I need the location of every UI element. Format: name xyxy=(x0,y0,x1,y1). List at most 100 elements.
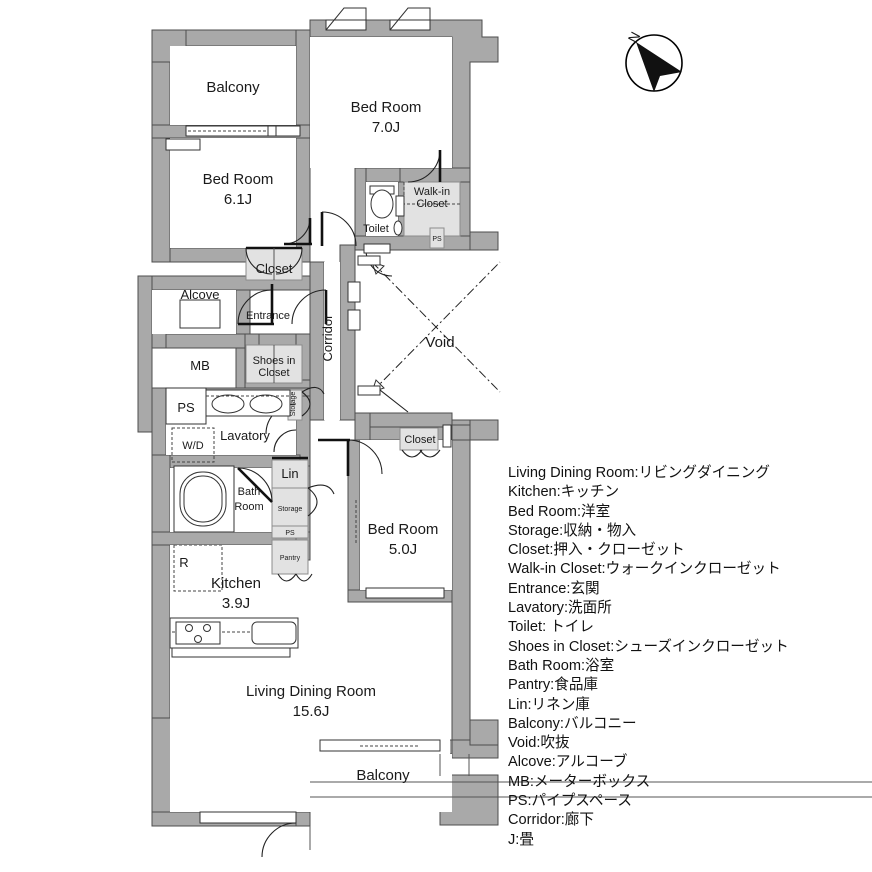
walkin-closet-box xyxy=(403,181,461,237)
door-arc-pantry-b xyxy=(295,573,313,582)
window-void-bottom xyxy=(357,385,381,396)
label-toilet: Toilet xyxy=(363,223,389,235)
label-ps-small: PS xyxy=(285,530,295,537)
closet-mid-shelf xyxy=(442,424,452,448)
label-bath-1: Bath xyxy=(238,486,261,498)
label-sic-1: Shoes in xyxy=(253,355,296,367)
legend-item: Storage:収納・物入 xyxy=(508,522,637,539)
legend-item: Lavatory:洗面所 xyxy=(508,600,612,617)
pantry-box xyxy=(271,539,309,575)
wall-walkin-top xyxy=(399,167,471,183)
room-balcony-bottom xyxy=(310,754,452,812)
label-bedroom50-area: 5.0J xyxy=(389,541,417,558)
legend-item: Void:吹抜 xyxy=(508,735,570,752)
room-bedroom61 xyxy=(170,138,296,248)
legend-item: Entrance:玄関 xyxy=(508,580,600,597)
doors-group xyxy=(237,149,442,858)
ps-small-box xyxy=(271,525,309,539)
refrigerator-slot xyxy=(173,544,223,592)
wall-right-inner xyxy=(451,419,471,759)
window-bed70-b-open xyxy=(389,7,431,31)
door-arc-storage-mid-b xyxy=(307,484,335,495)
wall-right-bump-b2 xyxy=(469,719,499,746)
label-bedroom50-name: Bed Room xyxy=(368,521,439,538)
legend-item: MB:メーターボックス xyxy=(508,773,651,790)
door-arc-closet-a xyxy=(245,247,273,275)
kitchen-sink xyxy=(251,621,297,645)
wall-bump-right-upper xyxy=(469,231,499,251)
door-arc-alcove xyxy=(237,289,273,325)
label-pantry: Pantry xyxy=(280,555,301,562)
burner-icons xyxy=(185,624,211,643)
legend-item: Living Dining Room:リビングダイニング xyxy=(508,465,770,481)
legend-item: Balcony:バルコニー xyxy=(508,715,637,732)
label-bedroom61-area: 6.1J xyxy=(224,191,252,208)
door-arc-closet-mid-a xyxy=(401,449,423,458)
label-refrigerator: R xyxy=(179,555,188,570)
closets-group xyxy=(165,181,461,575)
compass-rose: N xyxy=(625,29,683,92)
legend-item: Alcove:アルコーブ xyxy=(508,754,628,771)
wall-balcony-right xyxy=(295,29,311,126)
door-arc-closet-b xyxy=(275,247,303,275)
label-walkin-2: Closet xyxy=(416,198,447,210)
label-bedroom61-name: Bed Room xyxy=(203,171,274,188)
label-balcony-top: Balcony xyxy=(206,79,260,96)
legend-item: Closet:押入・クローゼット xyxy=(508,542,685,559)
label-corridor: Corridor xyxy=(320,314,335,362)
legend-item: Pantry:食品庫 xyxy=(508,677,599,694)
door-arc-storage-corr-a xyxy=(301,391,311,417)
wall-kitchen-left xyxy=(151,544,171,733)
legend-item: Bath Room:浴室 xyxy=(508,657,615,674)
legend-item: PS:パイプスペース xyxy=(508,793,632,810)
legend-item: Shoes in Closet:シューズインクローゼット xyxy=(508,638,789,655)
wall-bed50-topleft xyxy=(354,412,371,441)
label-entrance: Entrance xyxy=(246,310,290,322)
room-bedroom70 xyxy=(310,37,452,168)
toilet-paper-holder xyxy=(393,220,403,236)
label-ldk-name: Living Dining Room xyxy=(246,683,376,700)
door-arc-entrance xyxy=(291,289,327,325)
door-arc-storage-corr-b xyxy=(301,386,325,395)
sink-basin-right xyxy=(249,394,283,414)
door-arc-closet-mid-b xyxy=(419,449,441,458)
label-closet-mid: Closet xyxy=(404,434,435,446)
window-bed70-b xyxy=(389,19,431,31)
door-arc-lav-b xyxy=(273,429,297,453)
label-lavatory: Lavatory xyxy=(220,428,270,443)
label-alcove: Alcove xyxy=(180,287,219,302)
legend-item: Toilet: トイレ xyxy=(508,619,594,636)
label-kitchen-name: Kitchen xyxy=(211,575,261,592)
label-storage-mid: Storage xyxy=(278,506,303,513)
legend-item: Lin:リネン庫 xyxy=(508,696,590,713)
mb-box xyxy=(179,299,221,329)
window-bed70-a xyxy=(325,19,367,31)
label-sic-2: Closet xyxy=(258,367,289,379)
storage-mid-box xyxy=(271,487,309,527)
label-void: Void xyxy=(425,334,454,351)
legend-item: Walk-in Closet:ウォークインクローゼット xyxy=(508,561,781,578)
kitchen-counter-front xyxy=(171,647,291,658)
label-closet-top: Closet xyxy=(256,261,293,276)
wall-bed50-left xyxy=(347,439,361,601)
window-corridor-2 xyxy=(347,309,361,331)
north-arrow-icon xyxy=(636,42,682,92)
door-arc-bath xyxy=(237,467,273,503)
window-bed50-bottom xyxy=(365,587,445,599)
door-arc-storage-mid-a xyxy=(307,487,318,517)
label-lin: Lin xyxy=(281,466,298,481)
label-wd: W/D xyxy=(182,440,203,452)
room-corridor xyxy=(324,262,340,420)
lin-box xyxy=(271,459,309,489)
door-line-void-b xyxy=(379,389,409,413)
room-labels: Balcony Bed Room 6.1J Bed Room 7.0J Bed … xyxy=(177,79,454,784)
window-void-top xyxy=(357,255,381,266)
wall-corridor-right xyxy=(339,244,356,421)
wall-mb-below xyxy=(151,333,251,349)
legend-item: Kitchen:キッチン xyxy=(508,484,620,501)
void-diagonal-2 xyxy=(371,261,501,393)
door-arc-ldk-bottom xyxy=(261,822,297,858)
ps-left-box xyxy=(165,387,207,425)
